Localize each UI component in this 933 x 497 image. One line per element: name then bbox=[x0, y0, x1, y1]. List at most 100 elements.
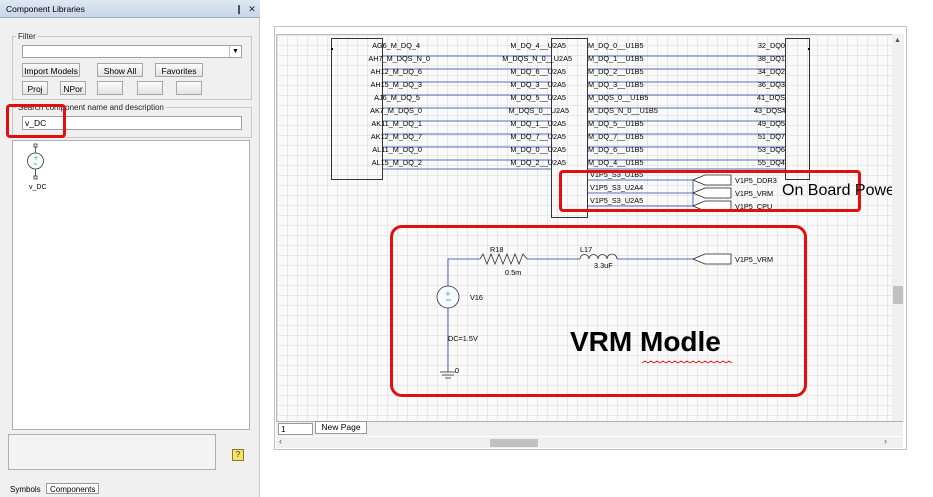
panel-title: Component Libraries bbox=[0, 0, 260, 18]
net-label: M_DQ_4__U2A5 bbox=[510, 41, 566, 50]
pin-label: 49_DQ5 bbox=[757, 119, 785, 128]
pin-label: 32_DQ0 bbox=[757, 41, 785, 50]
page-tab-bar bbox=[276, 421, 903, 436]
spellcheck-underline bbox=[642, 360, 732, 364]
net-label: M_DQ_0__U2A5 bbox=[510, 145, 566, 154]
svg-text:+: + bbox=[34, 155, 39, 162]
net-label: M_DQ_1__U2A5 bbox=[510, 119, 566, 128]
port-label: V1P5_CPU bbox=[735, 202, 773, 211]
preview-area bbox=[8, 434, 216, 470]
svg-text:+: + bbox=[445, 290, 451, 298]
pin-label: 43_DQS# bbox=[753, 106, 786, 115]
pin-label: AH12_M_DQ_6 bbox=[370, 67, 422, 76]
library-button-3[interactable] bbox=[176, 81, 202, 95]
pin-label: AK12_M_DQ_7 bbox=[370, 132, 422, 141]
favorites-button[interactable]: Favorites bbox=[155, 63, 203, 77]
net-label: M_DQ_5__U1B5 bbox=[588, 119, 644, 128]
pin-label: 53_DQ6 bbox=[757, 145, 785, 154]
scroll-left-icon[interactable]: ‹ bbox=[279, 436, 282, 446]
import-models-button[interactable]: Import Models bbox=[22, 63, 80, 77]
pin-label: AL11_M_DQ_0 bbox=[372, 145, 422, 154]
v-dc-symbol[interactable]: + bbox=[22, 143, 50, 193]
pin-label: AH7_M_DQS_N_0 bbox=[368, 54, 430, 63]
dc-source-icon: + bbox=[27, 143, 44, 180]
net-label: M_DQ_7__U1B5 bbox=[588, 132, 644, 141]
npor-button[interactable]: NPor bbox=[60, 81, 86, 95]
vertical-scrollbar[interactable] bbox=[892, 34, 904, 423]
vertical-scroll-thumb[interactable] bbox=[893, 286, 903, 304]
net-label: M_DQS_0__U2A5 bbox=[508, 106, 569, 115]
vrm-module-highlight bbox=[390, 225, 807, 397]
net-label: M_DQS_N_0__U2A5 bbox=[502, 54, 572, 63]
ddr3-component[interactable] bbox=[785, 38, 810, 180]
filter-dropdown[interactable]: ▼ bbox=[22, 45, 242, 58]
chevron-down-icon[interactable]: ▼ bbox=[229, 46, 241, 57]
pin-icon[interactable]: ❙ bbox=[235, 4, 243, 14]
port-label: V1P5_VRM bbox=[735, 189, 774, 198]
power-net-label: V1P5_S3_U2A5 bbox=[590, 196, 644, 205]
component-result-label[interactable]: v_DC bbox=[29, 184, 47, 191]
vrm-module-annotation: VRM Modle bbox=[570, 326, 721, 357]
search-highlight-box bbox=[6, 104, 66, 138]
on-board-power-highlight bbox=[559, 170, 861, 212]
pin-label: AK7_M_DQS_0 bbox=[370, 106, 422, 115]
net-label: M_DQS_0__U1B5 bbox=[588, 93, 649, 102]
resistor-name: R18 bbox=[490, 245, 504, 254]
power-net-label: V1P5_S3_U1B5 bbox=[590, 170, 644, 179]
source-name: V16 bbox=[470, 293, 483, 302]
inductor-name: L17 bbox=[580, 245, 593, 254]
cpu-component[interactable] bbox=[331, 38, 383, 180]
help-icon[interactable]: ? bbox=[232, 449, 244, 461]
resistor-value: 0.5m bbox=[505, 268, 522, 277]
net-label: M_DQ_2__U2A5 bbox=[510, 158, 566, 167]
connector-component[interactable] bbox=[551, 38, 588, 218]
page-tab-1[interactable]: 1 bbox=[278, 423, 313, 435]
ground-label: 0 bbox=[455, 366, 460, 375]
component-libraries-panel: Component Libraries ❙ ✕ Filter ▼ Import … bbox=[0, 0, 260, 497]
horizontal-scrollbar[interactable] bbox=[276, 437, 903, 448]
filter-label: Filter bbox=[18, 32, 36, 41]
net-label: M_DQ_4__U1B5 bbox=[588, 158, 644, 167]
net-label: M_DQ_7__U2A5 bbox=[510, 132, 566, 141]
scroll-up-icon[interactable]: ▲ bbox=[894, 37, 901, 44]
library-button-2[interactable] bbox=[137, 81, 163, 95]
vrm-port-label: V1P5_VRM bbox=[735, 255, 774, 264]
pin-label: AH15_M_DQ_3 bbox=[370, 80, 422, 89]
pin-label: AL15_M_DQ_2 bbox=[371, 158, 422, 167]
net-label: M_DQ_6__U2A5 bbox=[510, 67, 566, 76]
net-label: M_DQ_0__U1B5 bbox=[588, 41, 644, 50]
filter-group: Filter bbox=[12, 32, 252, 100]
pin-label: AK11_M_DQ_1 bbox=[371, 119, 422, 128]
inductor-value: 3.3uF bbox=[594, 261, 613, 270]
search-group: Search component name and description bbox=[12, 103, 252, 138]
net-label: M_DQS_N_0__U1B5 bbox=[588, 106, 658, 115]
proj-button[interactable]: Proj bbox=[22, 81, 48, 95]
component-list bbox=[12, 140, 250, 430]
close-icon[interactable]: ✕ bbox=[248, 4, 256, 14]
tab-symbols[interactable]: Symbols bbox=[10, 485, 41, 494]
net-label: M_DQ_2__U1B5 bbox=[588, 67, 644, 76]
new-page-tab[interactable]: New Page bbox=[315, 421, 367, 434]
pin-label: 38_DQ1 bbox=[757, 54, 785, 63]
net-label: M_DQ_6__U1B5 bbox=[588, 145, 644, 154]
source-value: DC=1.5V bbox=[448, 334, 478, 343]
power-net-label: V1P5_S3_U2A4 bbox=[590, 183, 644, 192]
pin-label: 34_DQ2 bbox=[757, 67, 785, 76]
net-label: M_DQ_1__U1B5 bbox=[588, 54, 644, 63]
pin-label: 36_DQ3 bbox=[757, 80, 785, 89]
scroll-right-icon[interactable]: › bbox=[884, 436, 887, 446]
horizontal-scroll-thumb[interactable] bbox=[490, 439, 538, 447]
pin-label: AJ6_M_DQ_5 bbox=[374, 93, 420, 102]
search-label: Search component name and description bbox=[18, 103, 164, 112]
net-label: M_DQ_3__U1B5 bbox=[588, 80, 644, 89]
pin-label: 51_DQ7 bbox=[757, 132, 785, 141]
tab-components[interactable]: Components bbox=[46, 483, 100, 494]
search-input[interactable]: v_DC bbox=[22, 116, 242, 130]
library-button-1[interactable] bbox=[97, 81, 123, 95]
pin-label: 55_DQ4 bbox=[757, 158, 785, 167]
pin-label: AG6_M_DQ_4 bbox=[372, 41, 420, 50]
show-all-button[interactable]: Show All bbox=[97, 63, 143, 77]
port-label: V1P5_DDR3 bbox=[735, 176, 777, 185]
net-label: M_DQ_5__U2A5 bbox=[510, 93, 566, 102]
